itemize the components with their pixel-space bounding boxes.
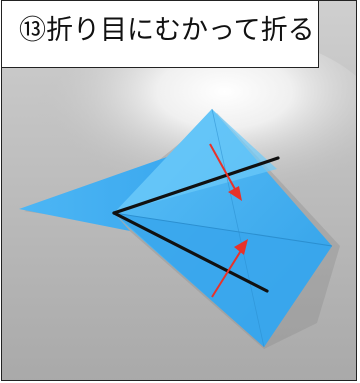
paper-upper-flap: [114, 109, 277, 213]
paper-left-point: [19, 151, 184, 231]
crease-line: [211, 108, 265, 348]
fold-line-upper: [112, 156, 280, 215]
light-glare: [32, 31, 356, 221]
caption-box: ⑬折り目にむかって折る: [2, 1, 319, 68]
caption-text: ⑬折り目にむかって折る: [19, 15, 315, 46]
fold-line-lower: [112, 211, 269, 293]
arrow-down-icon: [209, 143, 242, 201]
arrow-up-icon: [211, 239, 248, 298]
crease-line: [113, 212, 333, 247]
